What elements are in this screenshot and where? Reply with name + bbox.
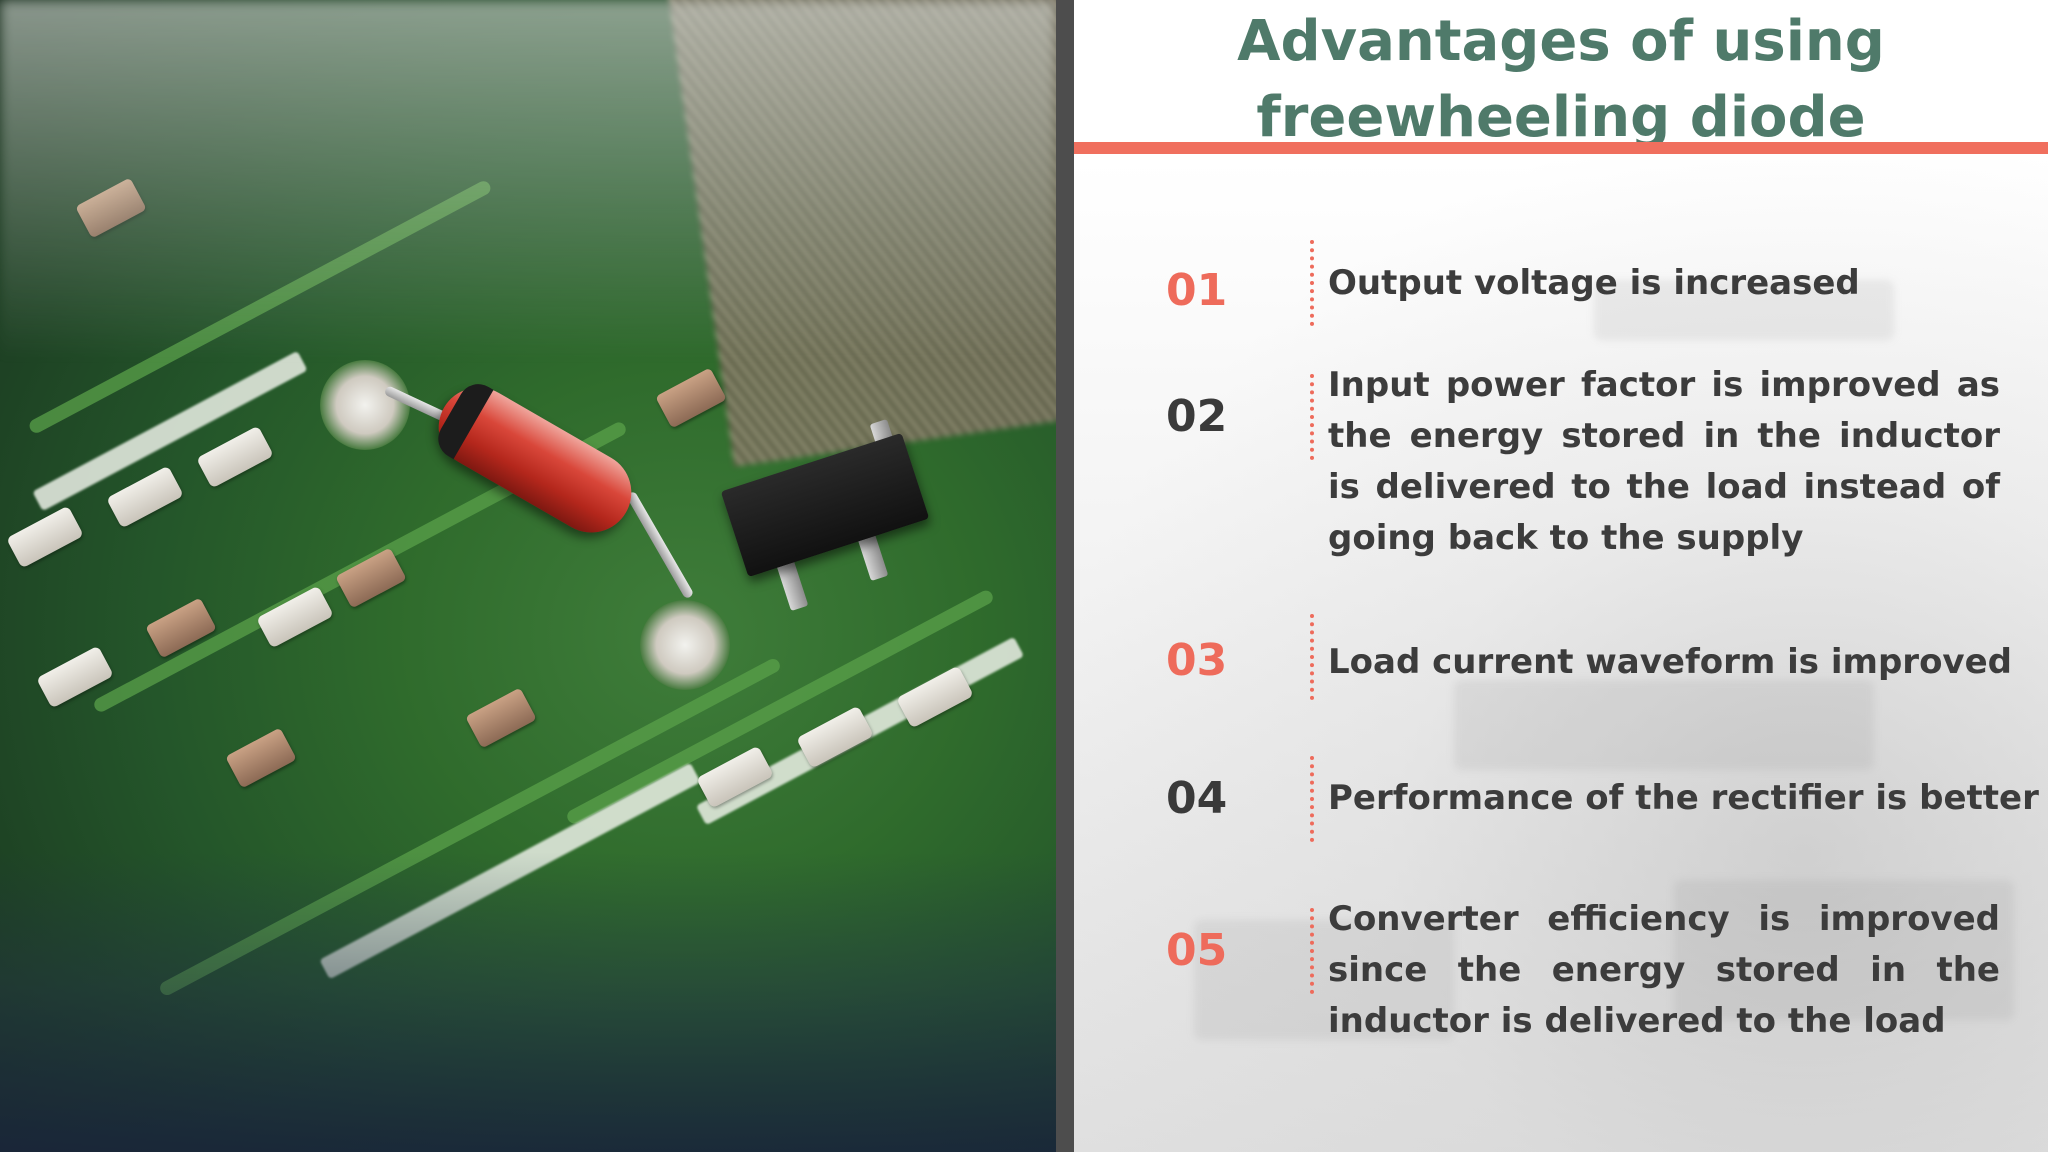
background-texture — [1674, 880, 2014, 1020]
diode-lead — [625, 490, 695, 600]
smd-component — [655, 367, 727, 429]
via-hole — [320, 360, 410, 450]
smd-pad — [196, 425, 274, 489]
smd-component — [465, 687, 537, 749]
dotted-separator — [1310, 614, 1314, 700]
circuit-board-photo — [0, 0, 1056, 1152]
photo-blur-top — [0, 0, 1056, 360]
dotted-separator — [1310, 756, 1314, 842]
item-text: Load current waveform is improved — [1328, 642, 2012, 682]
item-text: Input power factor is improved as the en… — [1328, 365, 2000, 558]
vertical-divider — [1056, 0, 1074, 1152]
smd-pad — [896, 665, 974, 729]
item-number: 05 — [1166, 925, 1228, 976]
item-number: 02 — [1166, 391, 1228, 442]
item-number: 03 — [1166, 635, 1228, 686]
background-texture — [1454, 680, 1874, 770]
item-text: Converter efficiency is improved since t… — [1328, 899, 2000, 1041]
content-panel: Advantages of using freewheeling diode 0… — [1074, 0, 2048, 1152]
smd-component — [335, 547, 407, 609]
smd-pad — [106, 465, 184, 529]
background-texture — [1594, 280, 1894, 340]
item-number: 04 — [1166, 773, 1228, 824]
dotted-separator — [1310, 908, 1314, 994]
item-text: Output voltage is increased — [1328, 263, 1860, 303]
smd-pad — [6, 505, 84, 569]
photo-blur-bottom — [0, 852, 1056, 1152]
background-texture — [1194, 920, 1454, 1040]
title-underline — [1074, 142, 2048, 154]
via-hole — [640, 600, 730, 690]
item-number: 01 — [1166, 265, 1228, 316]
panel-background — [1074, 160, 2048, 1152]
item-text: Performance of the rectifier is better — [1328, 778, 2039, 818]
dotted-separator — [1310, 374, 1314, 460]
smd-component — [225, 727, 297, 789]
slide-title: Advantages of using freewheeling diode — [1237, 9, 1885, 150]
smd-pad — [796, 705, 874, 769]
dotted-separator — [1310, 240, 1314, 326]
